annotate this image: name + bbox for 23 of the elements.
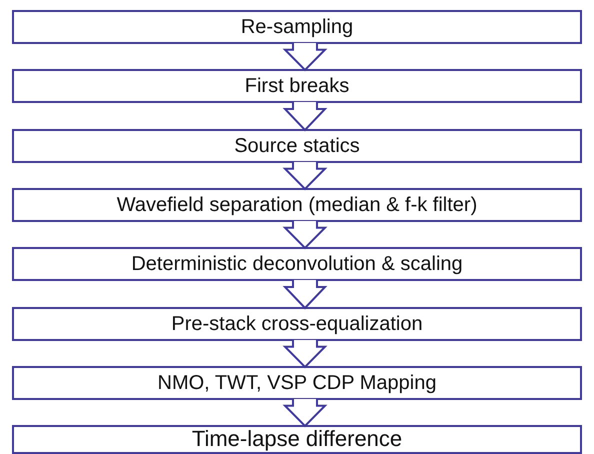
block-arrow <box>282 279 328 310</box>
step-label: Pre-stack cross-equalization <box>171 312 423 336</box>
block-arrow <box>282 161 328 190</box>
step-label: Time-lapse difference <box>192 427 402 451</box>
process-box <box>12 188 582 222</box>
block-arrow <box>282 42 328 72</box>
process-box <box>12 307 582 341</box>
block-arrow <box>282 398 328 428</box>
step-label: Deterministic deconvolution & scaling <box>131 252 463 276</box>
process-box <box>12 425 582 454</box>
process-box <box>12 366 582 400</box>
step-label: NMO, TWT, VSP CDP Mapping <box>158 372 436 394</box>
step-label: Wavefield separation (median & f-k filter) <box>116 194 478 216</box>
process-box <box>12 247 582 281</box>
process-box <box>12 129 582 163</box>
step-label: Re-sampling <box>240 16 354 38</box>
block-arrow <box>282 339 328 368</box>
process-box <box>12 69 582 103</box>
step-label: First breaks <box>244 74 350 98</box>
process-box <box>12 10 582 44</box>
block-arrow <box>282 220 328 250</box>
step-label: Source statics <box>234 134 360 158</box>
block-arrow <box>282 101 328 132</box>
